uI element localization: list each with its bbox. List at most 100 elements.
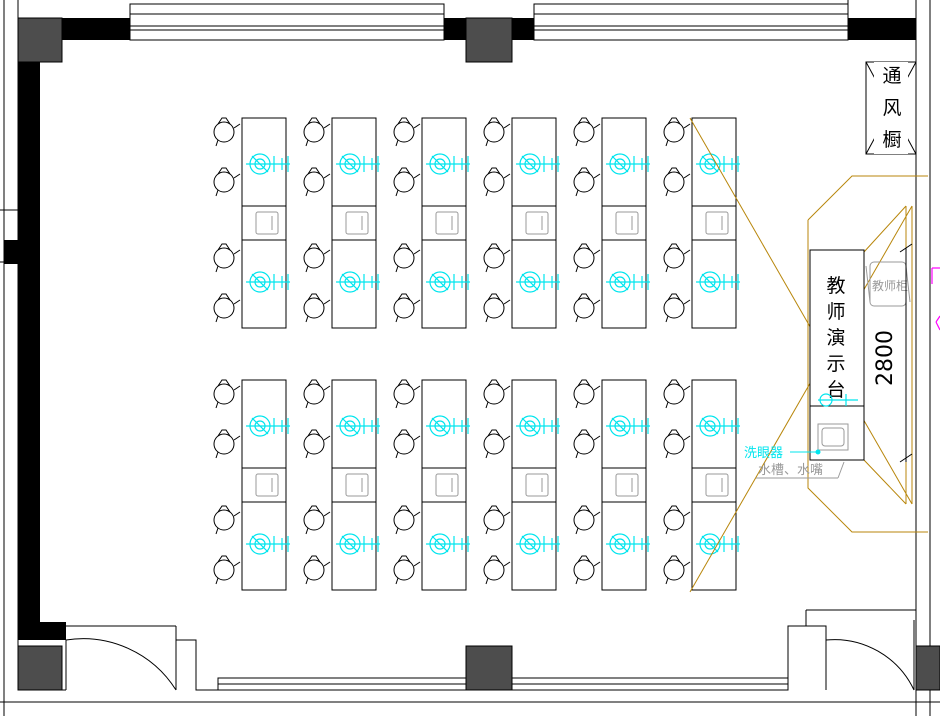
top-window-left bbox=[129, 3, 445, 41]
tap-symbol bbox=[696, 415, 740, 437]
stool bbox=[663, 293, 691, 323]
stool bbox=[483, 243, 511, 273]
tap-symbol bbox=[516, 533, 560, 555]
stool bbox=[663, 167, 691, 197]
wall-pier bbox=[4, 240, 18, 264]
stool bbox=[393, 429, 421, 459]
student-bench bbox=[601, 379, 647, 591]
stool bbox=[483, 379, 511, 409]
stool bbox=[213, 243, 241, 273]
stool bbox=[573, 293, 601, 323]
stool bbox=[573, 555, 601, 585]
stool bbox=[663, 505, 691, 535]
tap-symbol bbox=[246, 415, 290, 437]
student-bench bbox=[691, 117, 737, 329]
bench-sink bbox=[345, 211, 369, 235]
tap-symbol bbox=[696, 271, 740, 293]
stool bbox=[393, 505, 421, 535]
stool bbox=[483, 167, 511, 197]
student-bench bbox=[331, 117, 377, 329]
stool bbox=[213, 555, 241, 585]
teacher-bench-label-2: 师 bbox=[826, 301, 845, 323]
tap-symbol bbox=[516, 415, 560, 437]
eyewash-label: 洗眼器 bbox=[744, 446, 783, 461]
stool bbox=[483, 117, 511, 147]
tap-symbol bbox=[336, 271, 380, 293]
fume-hood-label-1: 通 bbox=[882, 65, 901, 87]
bench-sink bbox=[435, 473, 459, 497]
stool bbox=[573, 243, 601, 273]
stool bbox=[663, 379, 691, 409]
stool bbox=[483, 505, 511, 535]
stool bbox=[303, 555, 331, 585]
tap-symbol bbox=[606, 271, 650, 293]
tap-symbol bbox=[336, 533, 380, 555]
stool bbox=[663, 555, 691, 585]
tap-symbol bbox=[516, 153, 560, 175]
student-bench bbox=[601, 117, 647, 329]
tap-symbol bbox=[426, 271, 470, 293]
bench-sink bbox=[615, 211, 639, 235]
teacher-bench-label-5: 台 bbox=[826, 379, 845, 401]
eyewash-callout bbox=[790, 449, 821, 455]
teacher-bench bbox=[809, 249, 865, 461]
stool bbox=[303, 379, 331, 409]
door-swings bbox=[65, 620, 915, 691]
stool bbox=[303, 293, 331, 323]
bench-sink bbox=[345, 473, 369, 497]
tap-symbol bbox=[696, 153, 740, 175]
stool bbox=[213, 117, 241, 147]
stool bbox=[663, 243, 691, 273]
tap-symbol bbox=[606, 153, 650, 175]
columns bbox=[17, 17, 940, 691]
tap-symbol bbox=[426, 533, 470, 555]
stool bbox=[303, 243, 331, 273]
student-bench bbox=[241, 379, 287, 591]
stool bbox=[663, 117, 691, 147]
student-benches bbox=[213, 117, 740, 591]
tap-symbol bbox=[426, 415, 470, 437]
walls bbox=[18, 18, 916, 640]
student-bench bbox=[691, 379, 737, 591]
stool bbox=[393, 379, 421, 409]
fume-hood-label-3: 橱 bbox=[882, 129, 901, 151]
stool bbox=[393, 293, 421, 323]
tap-symbol bbox=[246, 533, 290, 555]
teacher-bench-label-1: 教 bbox=[826, 275, 845, 297]
student-bench bbox=[511, 117, 557, 329]
stool bbox=[303, 505, 331, 535]
bench-sink bbox=[255, 473, 279, 497]
stool bbox=[303, 167, 331, 197]
stool bbox=[393, 167, 421, 197]
tap-symbol bbox=[516, 271, 560, 293]
student-bench bbox=[511, 379, 557, 591]
stool bbox=[663, 429, 691, 459]
tap-symbol bbox=[426, 153, 470, 175]
stool bbox=[573, 167, 601, 197]
teacher-cabinet-label: 教师柜 bbox=[872, 278, 908, 293]
student-bench bbox=[241, 117, 287, 329]
stool bbox=[213, 293, 241, 323]
bench-sink bbox=[525, 211, 549, 235]
student-bench bbox=[331, 379, 377, 591]
stool bbox=[483, 293, 511, 323]
magenta-marks bbox=[931, 267, 940, 331]
tap-symbol bbox=[246, 271, 290, 293]
top-window-right bbox=[533, 3, 849, 41]
tap-symbol bbox=[606, 533, 650, 555]
stool bbox=[483, 429, 511, 459]
stool bbox=[573, 379, 601, 409]
stool bbox=[573, 429, 601, 459]
stool bbox=[213, 429, 241, 459]
stool bbox=[303, 429, 331, 459]
stool bbox=[393, 117, 421, 147]
bench-sink bbox=[525, 473, 549, 497]
bench-sink bbox=[435, 211, 459, 235]
dimension-label: 2800 bbox=[873, 330, 898, 386]
sink-callout bbox=[756, 461, 845, 479]
bench-sink bbox=[255, 211, 279, 235]
sink-label: 水槽、水嘴 bbox=[758, 463, 823, 478]
teacher-bench-label-3: 演 bbox=[826, 327, 845, 349]
tap-symbol bbox=[246, 153, 290, 175]
